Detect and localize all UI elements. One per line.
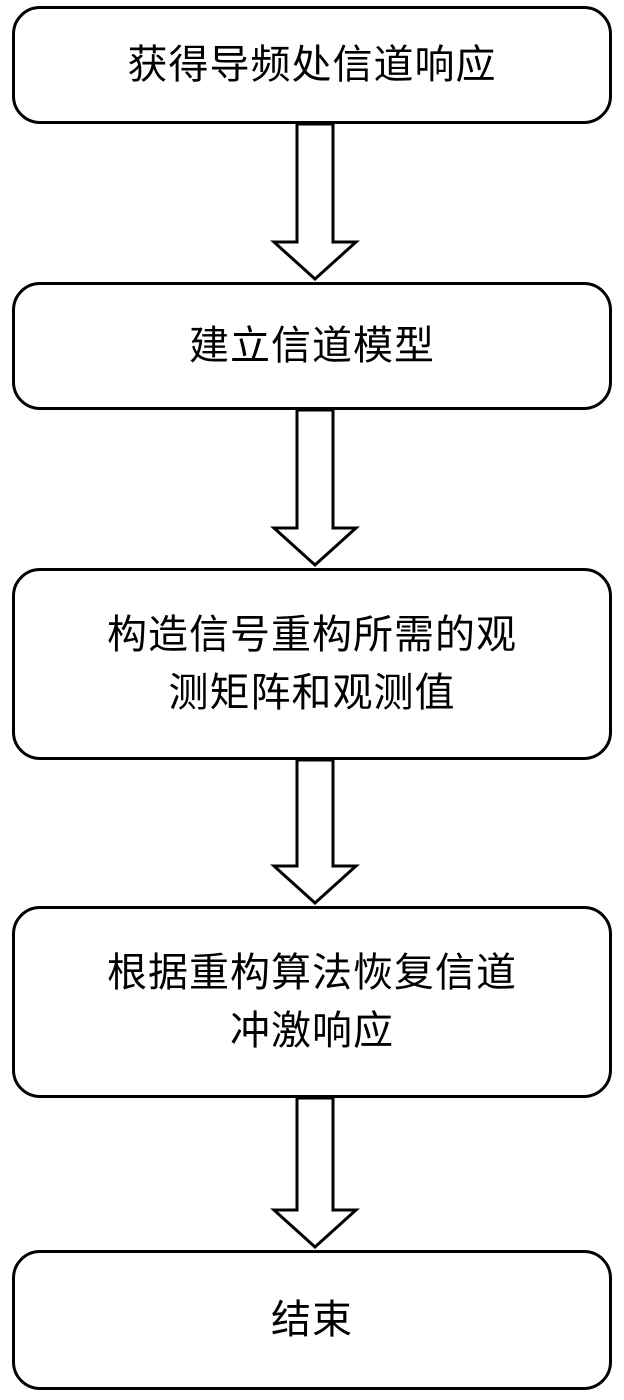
down-arrow-icon [270,124,360,282]
step-label: 结束 [271,1291,353,1349]
down-arrow-icon [270,410,360,568]
step-box-build-channel-model: 建立信道模型 [12,282,612,410]
step-label: 建立信道模型 [189,317,435,375]
step-box-construct-observation-matrix: 构造信号重构所需的观 测矩阵和观测值 [12,568,612,760]
down-arrow-icon [270,760,360,906]
step-label: 根据重构算法恢复信道 冲激响应 [107,944,517,1060]
step-box-get-pilot-channel-response: 获得导频处信道响应 [12,6,612,124]
step-box-end: 结束 [12,1250,612,1390]
down-arrow-icon [270,1098,360,1250]
step-label: 获得导频处信道响应 [128,36,497,94]
step-label: 构造信号重构所需的观 测矩阵和观测值 [107,606,517,722]
step-box-recover-impulse-response: 根据重构算法恢复信道 冲激响应 [12,906,612,1098]
